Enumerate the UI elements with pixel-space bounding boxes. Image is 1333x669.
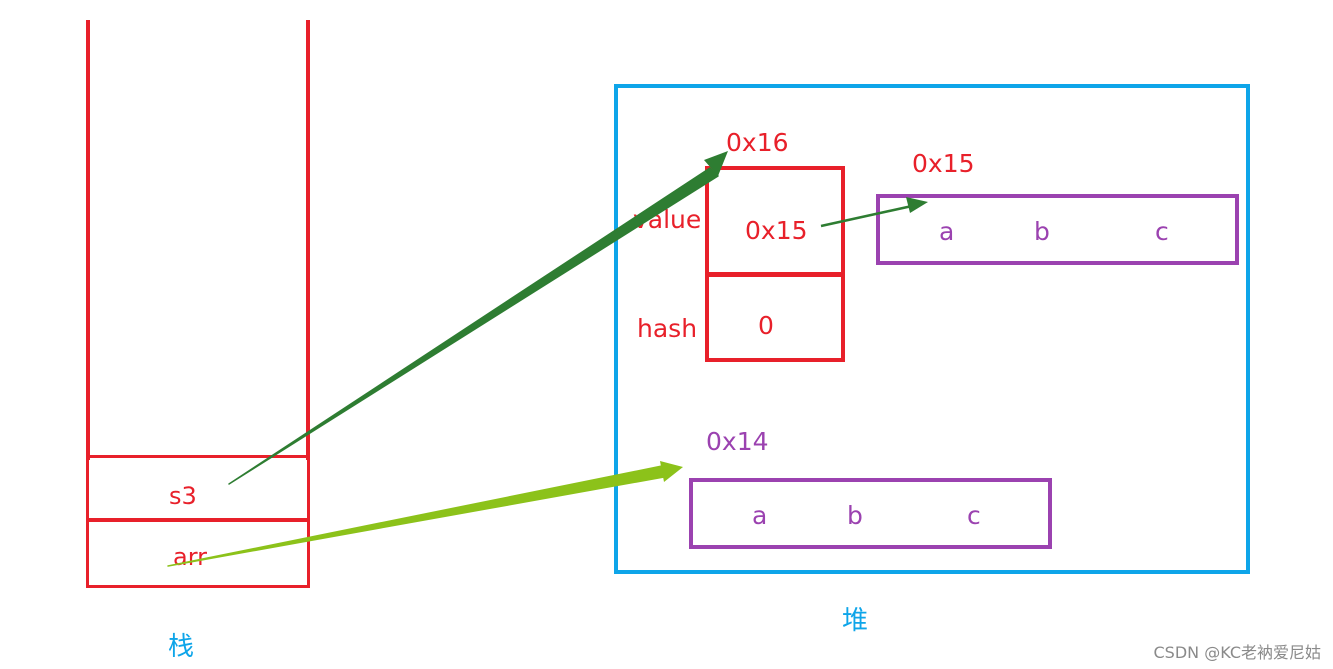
array-0x15-address: 0x15 (912, 149, 975, 178)
field-value-content: 0x15 (745, 216, 808, 245)
field-hash-label: hash (637, 314, 698, 343)
stack-left-wall (86, 20, 90, 460)
array-0x15-element: a (939, 217, 955, 246)
stack-slot-s3: s3 (86, 455, 310, 522)
stack-slot-arr: arr (86, 518, 310, 588)
heap-label: 堆 (842, 606, 869, 636)
string-object-hash-cell (705, 272, 845, 362)
stack-right-wall (306, 20, 310, 460)
array-0x14-element: a (752, 501, 768, 530)
string-object-address: 0x16 (726, 128, 789, 157)
array-0x15-element: c (1155, 217, 1169, 246)
array-0x14-element: c (967, 501, 981, 530)
array-0x15 (876, 194, 1239, 265)
array-0x15-element: b (1034, 217, 1050, 246)
stack-slot-s3-label: s3 (169, 482, 197, 510)
array-0x14-element: b (847, 501, 863, 530)
stack-label: 栈 (168, 632, 195, 662)
watermark: CSDN @KC老衲爱尼姑 (1153, 643, 1322, 662)
field-hash-content: 0 (758, 311, 774, 340)
array-0x14-address: 0x14 (706, 427, 769, 456)
stack-slot-arr-label: arr (173, 543, 208, 571)
array-0x14 (689, 478, 1052, 549)
field-value-label: value (633, 205, 702, 234)
